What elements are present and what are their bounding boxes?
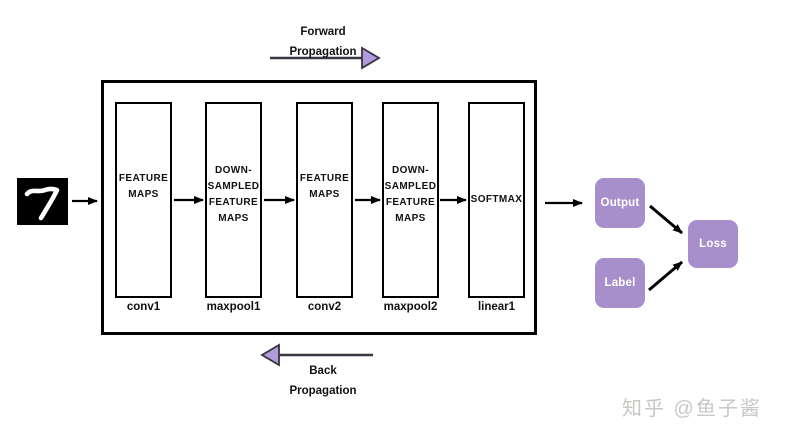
arrow-output-to-loss (649, 204, 683, 235)
maxpool1-text: DOWN- SAMPLED FEATURE MAPS (207, 165, 260, 224)
arrow-label-to-loss (648, 260, 683, 292)
mnist-seven-icon (17, 178, 68, 225)
network-container (101, 80, 537, 335)
conv2-box: FEATURE MAPS (296, 102, 353, 298)
conv1-text: FEATURE MAPS (118, 173, 169, 200)
linear1-text: SOFTMAX (470, 194, 523, 205)
maxpool1-box: DOWN- SAMPLED FEATURE MAPS (205, 102, 262, 298)
label-node-text: Label (604, 277, 636, 289)
conv1-box: FEATURE MAPS (115, 102, 172, 298)
loss-node-text: Loss (699, 238, 727, 250)
conv1-label: conv1 (126, 301, 161, 313)
maxpool2-text: DOWN- SAMPLED FEATURE MAPS (384, 165, 437, 224)
conv2-label: conv2 (307, 301, 342, 313)
back-propagation-line1: Back (309, 365, 337, 377)
conv2-text: FEATURE MAPS (299, 173, 350, 200)
input-digit-image (17, 178, 68, 225)
maxpool2-label: maxpool2 (383, 301, 438, 313)
back-propagation-label: Back Propagation (263, 361, 383, 401)
maxpool1-label: maxpool1 (206, 301, 261, 313)
forward-propagation-label: Forward Propagation (263, 22, 383, 62)
output-node: Output (595, 178, 645, 228)
linear1-label: linear1 (477, 301, 516, 313)
output-node-text: Output (600, 197, 640, 209)
back-propagation-line2: Propagation (289, 385, 357, 398)
loss-node: Loss (688, 220, 738, 268)
forward-propagation-line1: Forward (300, 26, 346, 38)
maxpool2-box: DOWN- SAMPLED FEATURE MAPS (382, 102, 439, 298)
forward-propagation-line2: Propagation (289, 46, 357, 59)
label-node: Label (595, 258, 645, 308)
watermark: 知乎 @鱼子酱 (622, 398, 762, 420)
linear1-box: SOFTMAX (468, 102, 525, 298)
